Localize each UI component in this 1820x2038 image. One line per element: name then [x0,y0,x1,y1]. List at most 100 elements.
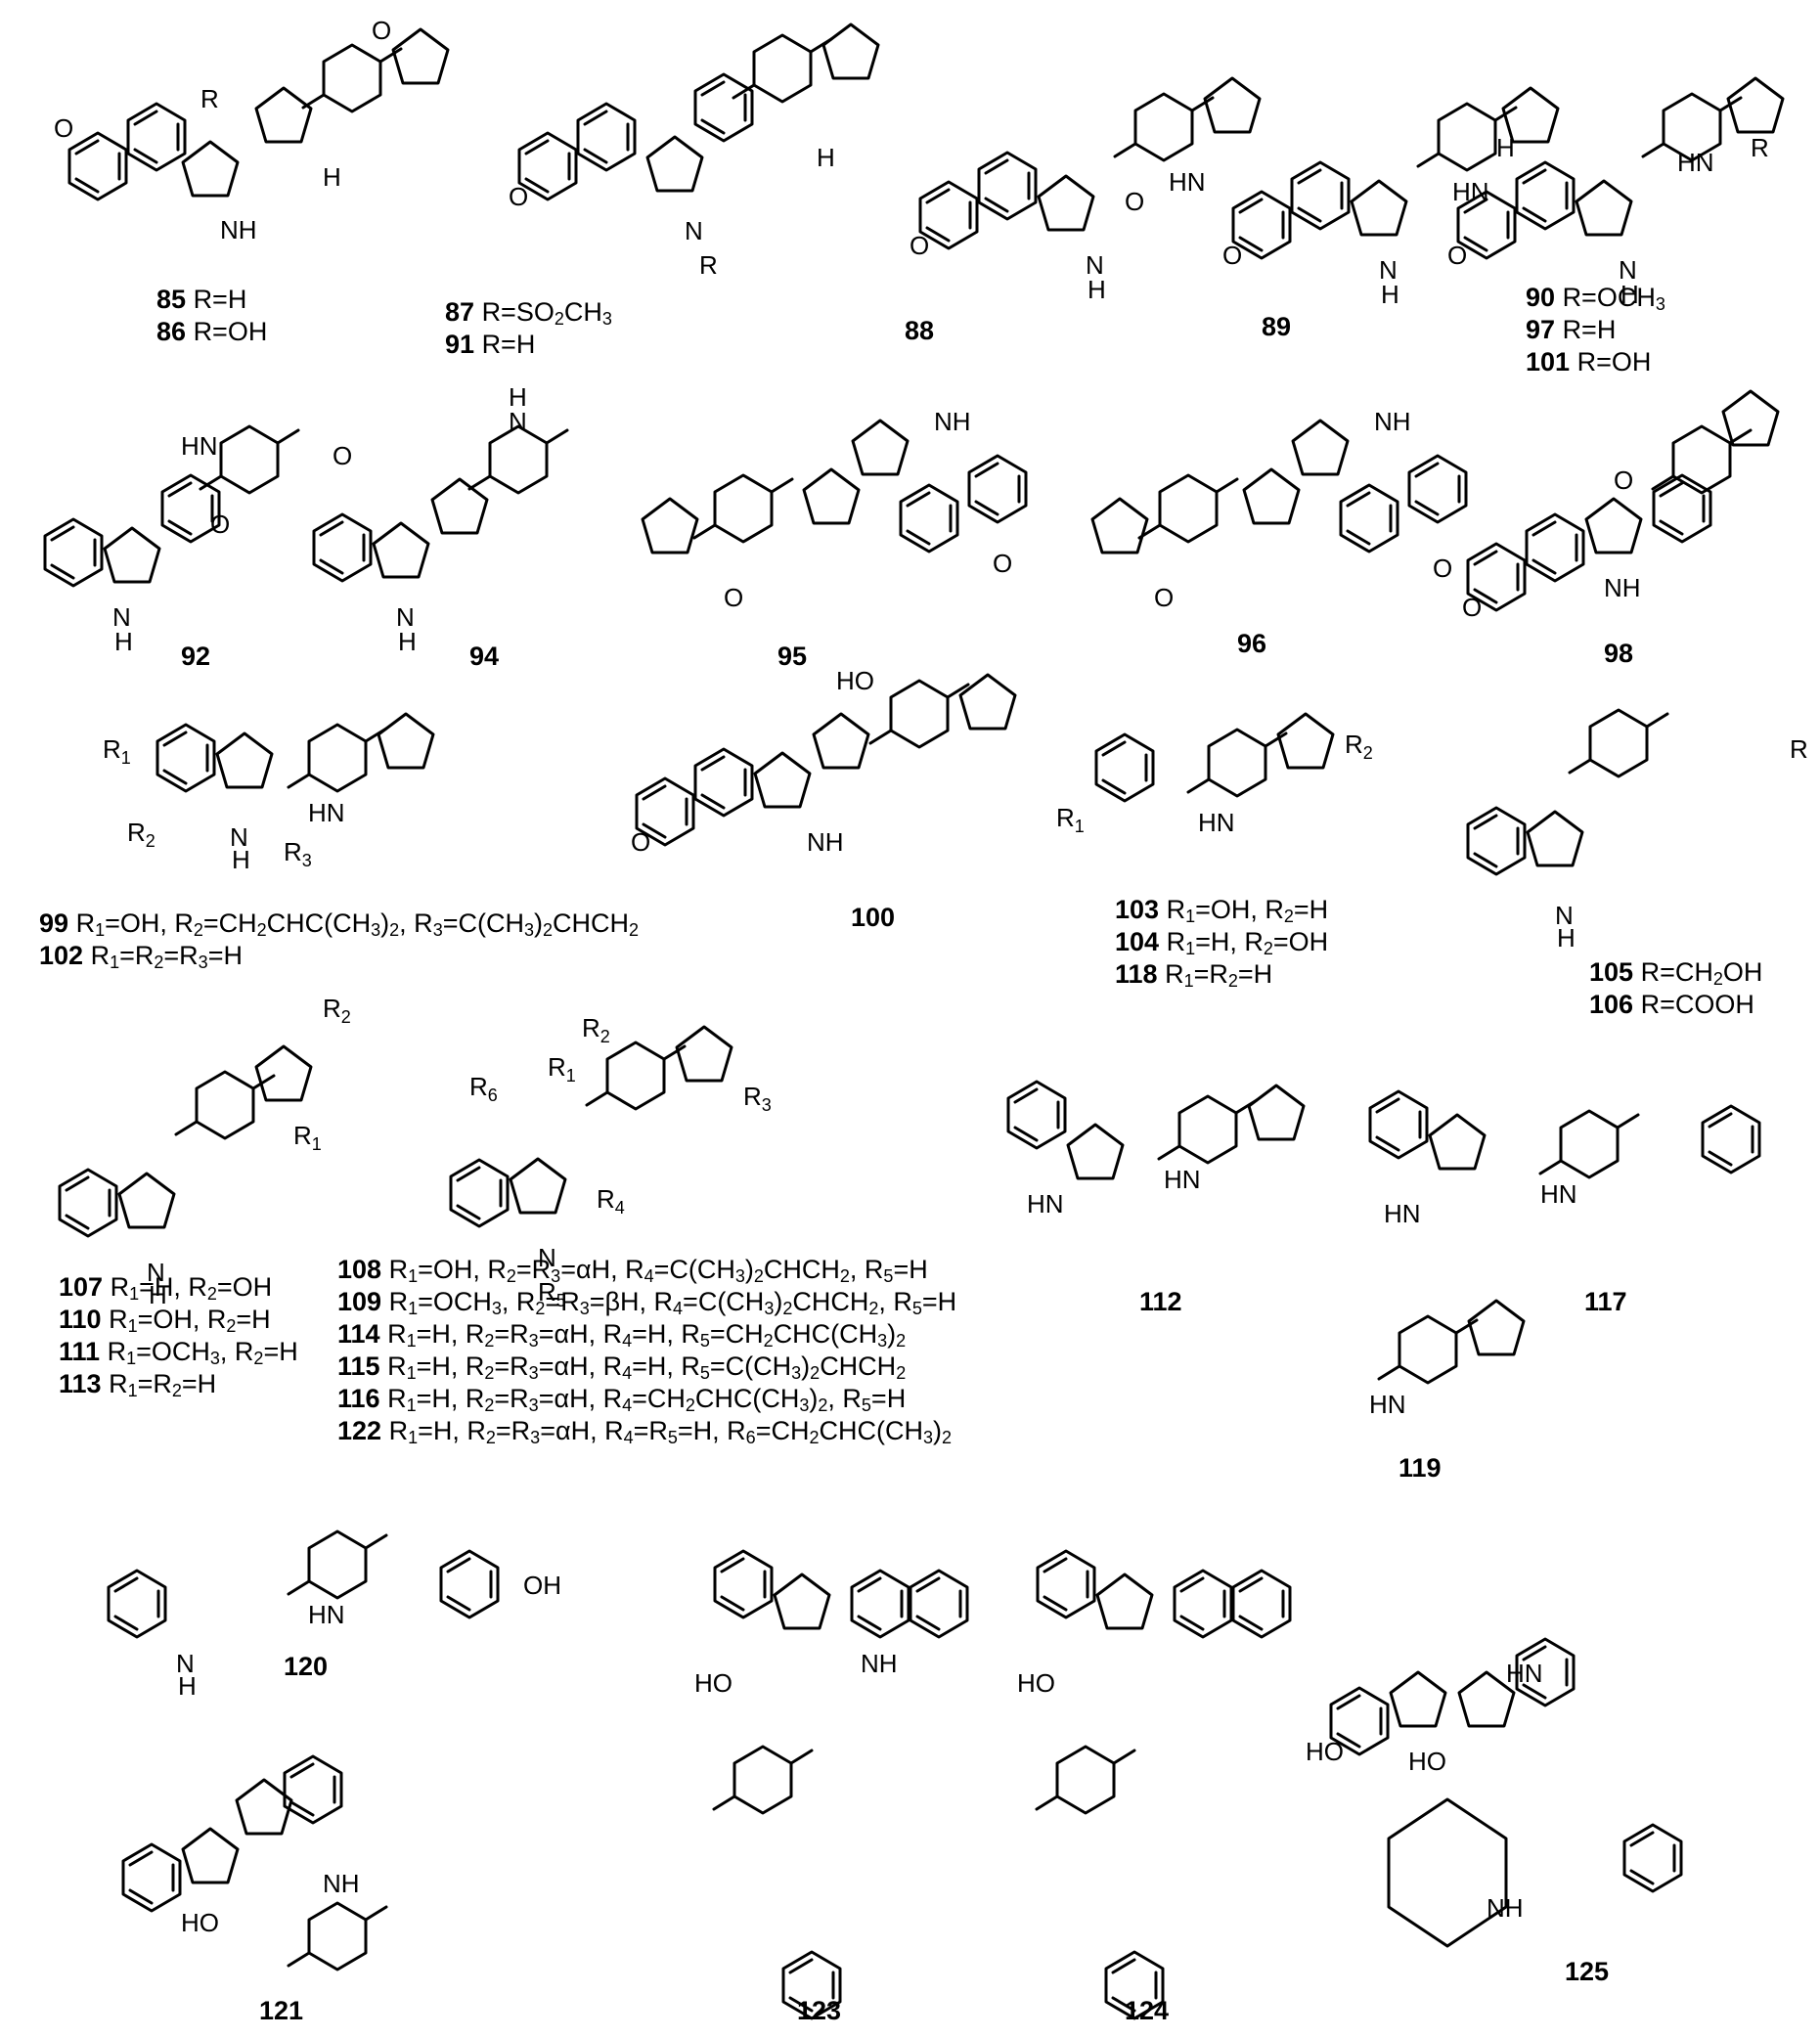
label-117: 117 [1584,1286,1627,1318]
svg-text:HN: HN [1198,808,1235,837]
compound-number: 99 [39,908,69,938]
svg-text:O: O [993,549,1012,578]
structure-124: HO OH [1017,1549,1292,2020]
substituent-text: R=OCH3 [1562,283,1665,314]
structure-107-110-111-113: NH R2 R1 [58,994,351,1309]
compound-number: 123 [797,1996,842,2025]
svg-text:O: O [1614,465,1633,495]
svg-text:O: O [1447,241,1467,270]
label-96: 96 [1237,628,1266,660]
svg-text:O: O [1154,583,1174,612]
compound-number: 105 [1589,957,1634,987]
svg-text:HO: HO [694,1668,732,1698]
svg-text:R2: R2 [323,994,351,1027]
compound-number: 85 [156,285,187,314]
substituent-text: R1=OH, R2=R3=αH, R4=C(CH3)2CHCH2, R5=H [388,1255,928,1286]
svg-text:H: H [1381,280,1399,309]
substituent-text: R1=R2=R3=H [90,941,243,972]
compound-number: 125 [1565,1957,1610,1986]
structure-120: NH HN OH [107,1529,561,1701]
label-108-122: 108 R1=OH, R2=R3=αH, R4=C(CH3)2CHCH2, R5… [337,1254,956,1447]
structure-94: NH O NH [312,382,569,656]
svg-text:O: O [724,583,743,612]
substituent-text: R=H [481,330,536,359]
structure-121: HO NH [121,1754,388,1972]
svg-text:R: R [1790,734,1808,764]
svg-text:N: N [685,216,703,245]
label-120: 120 [284,1651,328,1683]
svg-text:H: H [323,162,341,192]
label-87-91: 87 R=SO2CH3 91 R=H [445,296,612,361]
svg-text:O: O [54,113,73,143]
label-100: 100 [851,902,895,934]
svg-text:R6: R6 [469,1072,498,1105]
structure-92: NH HN O [43,424,300,656]
structure-85-86: O NH R H O [54,16,450,244]
substituent-text: R1=H, R2=R3=αH, R4=R5=H, R6=CH2CHC(CH3)2 [388,1416,952,1447]
compound-number: 111 [59,1337,101,1366]
compound-number: 98 [1604,639,1634,668]
label-89: 89 [1262,311,1291,343]
substituent-text: R1=R2=H [109,1369,217,1400]
structure-100: O NH HO [631,666,1017,857]
compound-number: 116 [337,1384,380,1413]
compound-number: 92 [181,642,211,671]
substituent-text: R1=H, R2=R3=αH, R4=CH2CHC(CH3)2, R5=H [387,1384,907,1415]
svg-text:NH: NH [1487,1893,1524,1923]
structure-95: NH O O [641,407,1028,612]
svg-text:N: N [1086,250,1104,280]
svg-text:N: N [176,1649,195,1678]
compound-number: 100 [851,903,896,932]
substituent-text: R1=H, R2=OH [1166,927,1329,958]
compound-number: 119 [1398,1453,1442,1483]
compound-number: 97 [1526,315,1556,344]
label-121: 121 [259,1995,303,2027]
structure-87-91: O N R H [509,22,880,280]
svg-text:HN: HN [1506,1659,1543,1688]
label-95: 95 [777,641,807,673]
compound-number: 113 [59,1369,102,1398]
compound-number: 101 [1526,347,1571,377]
svg-text:OH: OH [523,1571,561,1600]
substituent-text: R1=OCH3, R2=H [107,1337,298,1368]
label-98: 98 [1604,638,1633,670]
svg-text:N: N [396,602,415,632]
svg-text:O: O [1222,241,1242,270]
svg-text:O: O [910,231,929,260]
svg-text:HO: HO [1017,1668,1055,1698]
svg-text:HO: HO [181,1908,219,1937]
substituent-text: R=COOH [1640,990,1754,1019]
compound-number: 96 [1237,629,1267,658]
structure-99-102: R1 R2 NH R3 HN [103,712,435,874]
svg-text:H: H [114,627,133,656]
svg-text:R: R [200,84,219,113]
substituent-text: R1=H, R2=R3=αH, R4=H, R5=CH2CHC(CH3)2 [387,1319,907,1351]
compound-number: 117 [1584,1287,1627,1316]
compound-number: 109 [337,1287,382,1316]
svg-text:O: O [210,510,230,539]
svg-text:O: O [631,827,650,857]
svg-text:H: H [178,1671,197,1701]
svg-text:R1: R1 [293,1121,322,1154]
svg-text:NH: NH [807,827,844,857]
substituent-text: R1=R2=H [1165,959,1273,991]
substituent-text: R1=H, R2=OH [110,1272,273,1304]
svg-text:NH: NH [861,1649,898,1678]
svg-text:HN: HN [308,1600,345,1629]
label-92: 92 [181,641,210,673]
label-90-97-101: 90 R=OCH3 97 R=H 101 R=OH [1526,282,1665,378]
substituent-text: R1=OCH3, R2=R3=βH, R4=C(CH3)2CHCH2, R5=H [388,1287,957,1318]
substituent-text: R1=OH, R2=CH2CHC(CH3)2, R3=C(CH3)2CHCH2 [75,908,640,940]
svg-text:HN: HN [181,431,218,461]
substituent-text: R=H [1562,315,1617,344]
label-123: 123 [797,1995,841,2027]
svg-text:HO: HO [836,666,874,695]
svg-text:HN: HN [308,798,345,827]
structure-123: HO NH OH [694,1549,969,2020]
compound-number: 95 [777,642,808,671]
label-99-102: 99 R1=OH, R2=CH2CHC(CH3)2, R3=C(CH3)2CHC… [39,908,639,972]
svg-text:HO: HO [1408,1747,1446,1776]
compound-number: 91 [445,330,475,359]
compound-number: 110 [59,1305,102,1334]
structure-96: NH O O [1090,407,1468,612]
